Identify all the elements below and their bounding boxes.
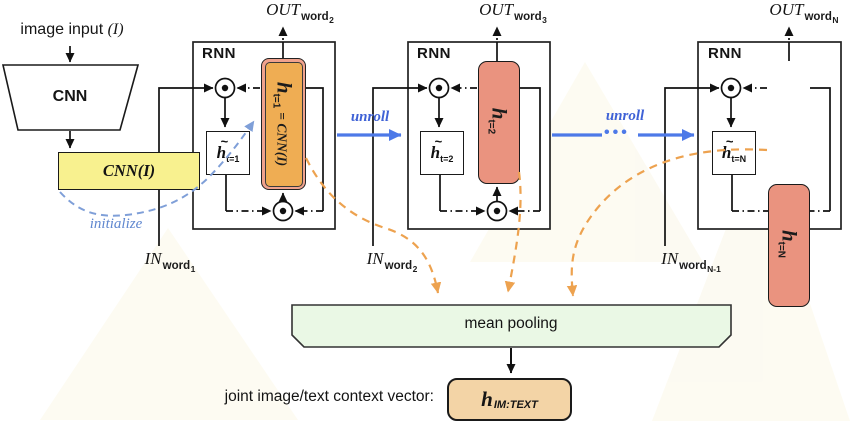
h-tilde-3: ~ht=N: [722, 134, 747, 164]
h-subscript: t=1: [270, 93, 281, 109]
tilde-mark: ~: [434, 134, 443, 149]
cnn-feature-label: CNN(I): [102, 161, 156, 180]
unroll-label-2: unroll: [605, 108, 645, 124]
unroll-label-1: unroll: [350, 109, 390, 125]
out-prefix: OUT: [769, 0, 804, 19]
h-tilde-1: ~ht=1: [217, 134, 240, 164]
h-symbol: h: [481, 387, 493, 411]
h-symbol: h: [777, 229, 802, 242]
h-tilde-box-3: ~ht=N: [712, 131, 756, 175]
image-input-variable: (I): [107, 21, 124, 38]
in-word: word: [679, 260, 707, 272]
out-word: word: [301, 11, 329, 23]
h-subscript: t=1: [226, 154, 240, 164]
h-symbol: h: [272, 81, 296, 94]
cnn-feature-box: CNN(I): [58, 152, 200, 190]
in-index: 2: [412, 264, 418, 274]
out-index: 3: [542, 15, 547, 25]
image-input-label: image input (I): [4, 21, 140, 39]
tilde-mark: ~: [725, 134, 734, 149]
initialize-label: initialize: [89, 216, 143, 232]
image-input-text: image input: [20, 21, 108, 38]
mean-pooling-box: [291, 304, 732, 348]
h-tilde-box-2: ~ht=2: [420, 131, 464, 175]
h-subscript: t=2: [485, 118, 497, 134]
in-prefix: IN: [144, 249, 162, 268]
h-subscript: IM:TEXT: [493, 398, 538, 411]
out-index: 2: [329, 15, 334, 25]
in-index: 1: [190, 264, 196, 274]
out-label-3: OUTwordN: [734, 0, 850, 25]
in-index: N-1: [707, 264, 721, 274]
rnn-label-1: RNN: [202, 45, 236, 62]
h-symbol: h: [487, 107, 512, 119]
h-subscript: t=2: [440, 154, 454, 164]
unroll-ellipsis: •••: [604, 124, 630, 141]
h-symbol: h: [430, 143, 441, 162]
in-word: word: [384, 260, 413, 272]
in-label-3: INwordN-1: [621, 249, 761, 274]
out-word: word: [514, 11, 542, 23]
in-label-1: INword1: [100, 249, 240, 274]
h-equals-cnn: = CNN(I): [274, 112, 289, 167]
rnn-label-3: RNN: [708, 45, 742, 62]
in-word: word: [162, 260, 191, 272]
h-tilde-box-1: ~ht=1: [206, 131, 250, 175]
rnn-label-2: RNN: [417, 45, 451, 62]
h-subscript: t=N: [731, 154, 747, 164]
in-prefix: IN: [661, 249, 679, 268]
cnn-block-label: CNN: [52, 88, 88, 105]
tilde-mark: ~: [220, 134, 229, 149]
h-subscript: t=N: [775, 241, 787, 258]
out-label-2: OUTword3: [443, 0, 583, 25]
out-index: N: [832, 15, 839, 25]
context-vector-caption: joint image/text context vector:: [224, 388, 434, 405]
mean-pooling-label: mean pooling: [464, 315, 558, 332]
in-label-2: INword2: [322, 249, 462, 274]
out-word: word: [804, 11, 832, 23]
out-prefix: OUT: [479, 0, 514, 19]
out-prefix: OUT: [266, 0, 301, 19]
h-tilde-2: ~ht=2: [430, 134, 454, 164]
out-label-1: OUTword2: [230, 0, 370, 25]
in-prefix: IN: [366, 249, 384, 268]
